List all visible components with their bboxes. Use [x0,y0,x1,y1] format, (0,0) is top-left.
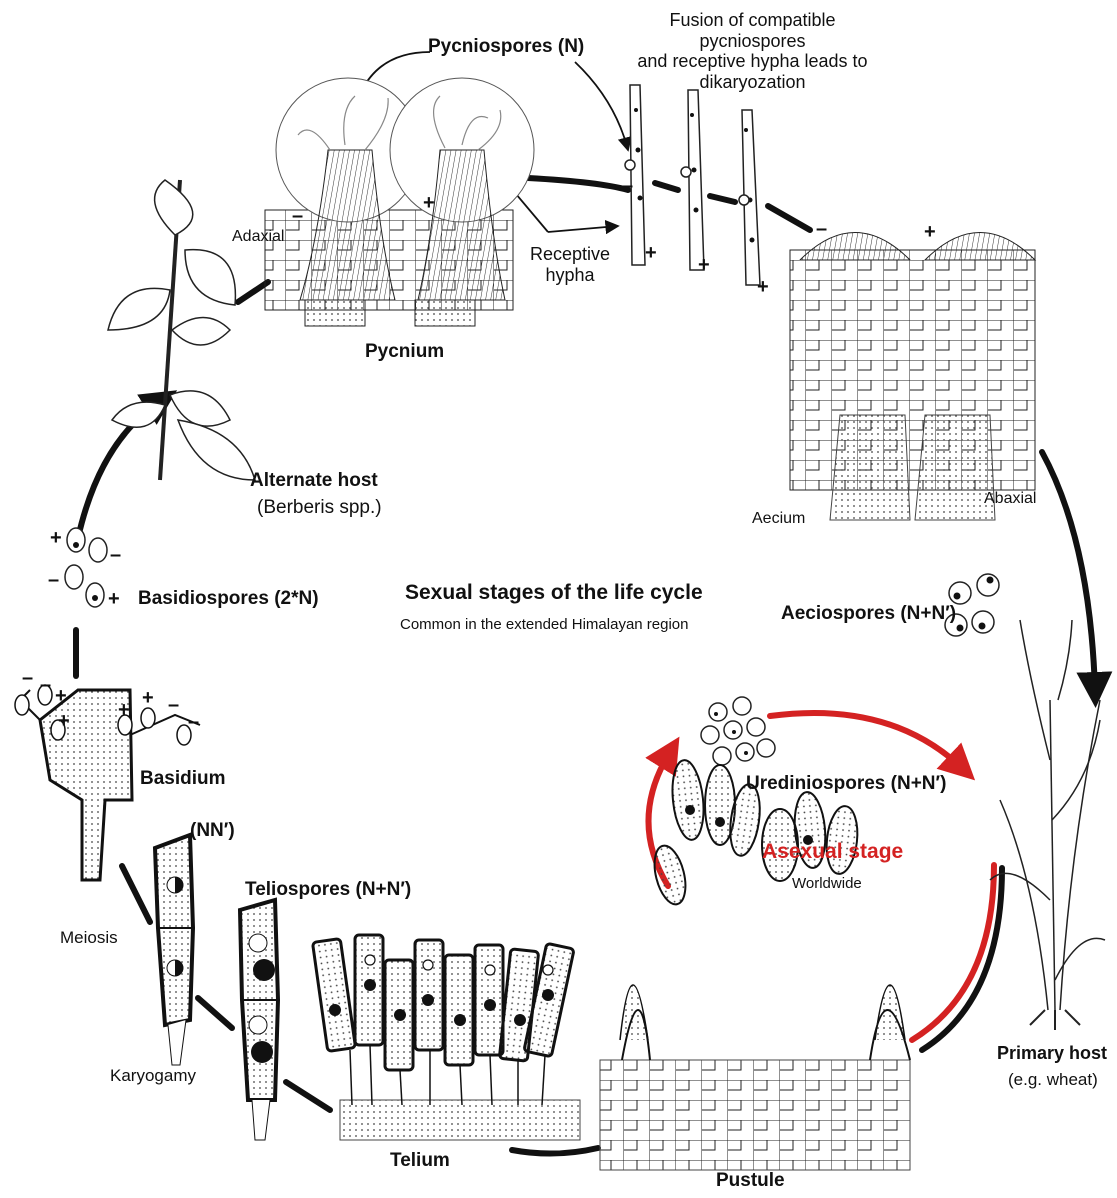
plus-sign: + [142,688,154,708]
arrow-fusion-to-aecium [768,206,810,230]
label-primary-host-example: (e.g. wheat) [1008,1070,1098,1090]
basidiospores-illustration [65,528,107,607]
plus-sign: + [108,589,120,609]
label-pycniospores: Pycniospores (N) [428,36,584,58]
arrow-teliospores-to-karyogamy [198,998,232,1028]
arrow-pustule-to-telium [512,1148,598,1154]
plus-sign: + [50,528,62,548]
label-nn: (NN′) [190,820,235,842]
teliospore-illustration [240,900,278,1140]
label-sexual-subtitle: Common in the extended Himalayan region [400,616,689,633]
label-sexual-title: Sexual stages of the life cycle [405,581,703,605]
label-urediniospores: Urediniospores (N+N′) [746,773,946,795]
arrow-fusion-dash-2 [710,196,735,202]
label-aeciospores: Aeciospores (N+N′) [781,603,956,625]
arrow-primary-host-to-pustule-red [912,865,994,1040]
label-basidiospores: Basidiospores (2*N) [138,588,319,610]
minus-sign: – [622,176,633,196]
aecium-illustration [790,233,1035,521]
arrow-urediniospores-to-primary-host [770,713,962,768]
minus-sign: – [110,545,121,565]
pycnium-illustration [265,78,534,326]
arrow-telium-to-teliospores [286,1082,330,1110]
label-alternate-host: Alternate host [250,470,378,492]
label-fusion-note: Fusion of compatible pycniospores and re… [615,10,890,93]
plus-sign: + [118,700,130,720]
label-karyogamy: Karyogamy [110,1066,196,1086]
pointer-receptive-to-hypha [548,226,618,232]
minus-sign: – [816,219,827,239]
label-adaxial: Adaxial [232,228,284,246]
plus-sign: + [55,686,67,706]
label-pycnium: Pycnium [365,341,444,363]
label-alternate-host-species: (Berberis spp.) [257,497,382,519]
karyogamy-teliospore-illustration [155,835,193,1065]
label-asexual-title: Asexual stage [762,840,903,864]
plus-sign: + [698,255,710,275]
alternate-host-plant [108,180,255,480]
label-telium: Telium [390,1150,450,1172]
minus-sign: – [292,206,303,226]
label-pustule: Pustule [716,1170,785,1192]
minus-sign: – [40,675,51,695]
label-meiosis: Meiosis [60,928,118,948]
telium-illustration [312,935,580,1140]
plus-sign: + [924,222,936,242]
label-abaxial: Abaxial [984,490,1036,508]
arrow-karyogamy-to-meiosis [122,866,150,922]
minus-sign: – [22,668,33,688]
label-basidium: Basidium [140,768,226,790]
arrow-pycnium-to-fusion [528,178,628,190]
minus-sign: – [48,570,59,590]
plus-sign: + [423,193,435,213]
minus-sign: – [168,695,179,715]
label-aecium: Aecium [752,510,805,528]
primary-host-plant [990,620,1105,1030]
arrow-fusion-dash-1 [655,183,678,190]
plus-sign: + [58,711,70,731]
arrow-host-to-pycnium [238,282,268,302]
plus-sign: + [757,277,769,297]
urediniospores-illustration [701,697,775,765]
label-asexual-subtitle: Worldwide [792,875,862,892]
minus-sign: – [188,712,199,732]
label-teliospores: Teliospores (N+N′) [245,879,411,901]
plus-sign: + [645,243,657,263]
label-receptive-hypha: Receptive hypha [520,244,620,285]
label-primary-host: Primary host [997,1043,1107,1064]
